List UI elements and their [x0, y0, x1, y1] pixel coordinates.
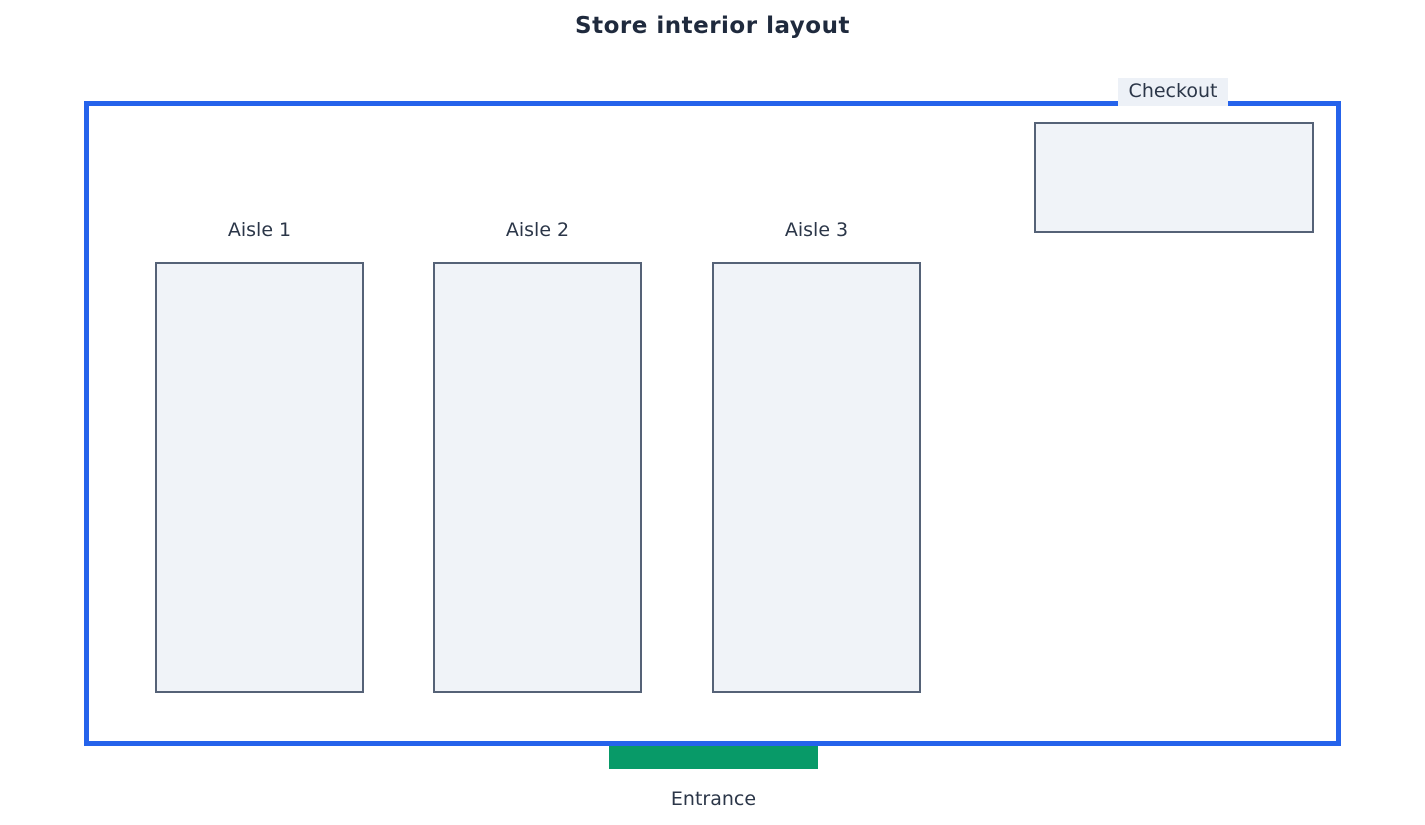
aisle-2-shelf — [433, 262, 642, 693]
aisle-2-label: Aisle 2 — [505, 219, 570, 241]
page-title: Store interior layout — [575, 13, 850, 39]
checkout-label: Checkout — [1118, 78, 1228, 106]
aisle-1-label: Aisle 1 — [227, 219, 292, 241]
aisle-1-shelf — [155, 262, 364, 693]
entrance-label: Entrance — [670, 788, 757, 810]
aisle-3-shelf — [712, 262, 921, 693]
entrance-marker — [609, 746, 818, 769]
aisle-3-label: Aisle 3 — [784, 219, 849, 241]
checkout-counter — [1034, 122, 1314, 233]
